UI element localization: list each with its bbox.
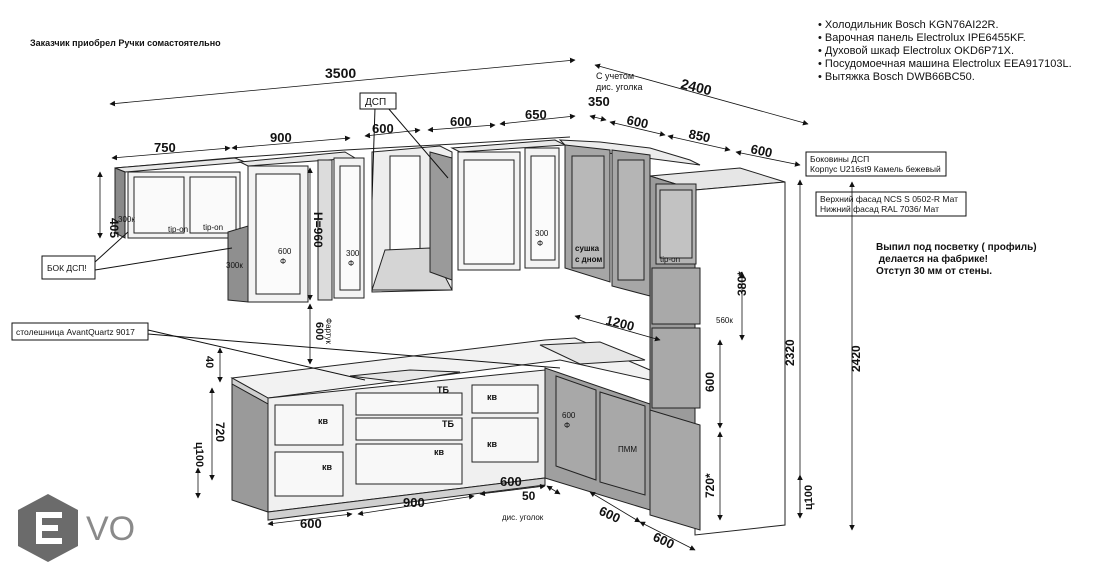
- dim-lower-50: 50: [522, 489, 536, 503]
- dim-upper-650: 650: [525, 107, 547, 122]
- dim-counter-1200: 1200: [604, 312, 636, 334]
- label-tb-1: ТБ: [437, 385, 449, 395]
- label-tipon-3: tip-on: [660, 255, 680, 264]
- callout-leaders: [94, 107, 561, 381]
- label-kv-5: кв: [487, 439, 498, 449]
- appliance-item: • Духовой шкаф Electrolux OKD6P71X.: [818, 45, 1014, 57]
- label-300f-b: 300: [535, 229, 549, 238]
- facades-line: Нижний фасад RAL 7036/ Мат: [820, 204, 939, 214]
- dim-h40: 40: [203, 356, 215, 368]
- dsp-label: ДСП: [365, 97, 386, 108]
- countertop: [230, 337, 651, 405]
- dim-gap600: 600: [313, 322, 325, 340]
- dim-c100-left: ц100: [193, 442, 205, 467]
- dimension-lines: [97, 57, 855, 551]
- dim-h720: 720: [213, 422, 227, 442]
- dim-lower-600c: 600: [597, 503, 623, 526]
- sides-line: Боковины ДСП: [810, 154, 869, 164]
- label-kv-1: кв: [318, 416, 329, 426]
- label-kv-3: кв: [434, 447, 445, 457]
- dim-total-right: 2400: [679, 75, 713, 98]
- label-300k-b: 300к: [226, 261, 243, 270]
- dim-upper-600a: 600: [372, 121, 394, 136]
- corner-note: С учетом дис. уголка: [596, 71, 643, 92]
- bok-dsp-label: БОК ДСП!: [47, 263, 87, 273]
- label-sushka: сушка: [575, 244, 600, 253]
- dim-h960: H=960: [311, 212, 325, 248]
- customer-note: Заказчик приобрел Ручки сомастоятельно: [30, 38, 221, 48]
- dim-upper-600d: 600: [749, 141, 773, 160]
- dim-upper-600b: 600: [450, 114, 472, 129]
- dim-upper-600c: 600: [625, 112, 649, 131]
- dim-h720star: 720*: [703, 473, 717, 498]
- facades-line: Верхний фасад NCS S 0502-R Мат: [820, 194, 958, 204]
- appliance-item: • Посудомоечная машина Electrolux EEA917…: [818, 58, 1072, 70]
- appliance-item: • Вытяжка Bosch DWB66BC50.: [818, 71, 975, 83]
- label-tipon-1: tip-on: [168, 225, 188, 234]
- dim-lower-900: 900: [403, 495, 425, 510]
- dim-upper-850: 850: [687, 126, 711, 145]
- label-600f-a-sub: Ф: [280, 257, 286, 266]
- appliance-item: • Варочная панель Electrolux IPE6455KF.: [818, 32, 1026, 44]
- label-sushka-dno: с дном: [575, 255, 602, 264]
- label-560k: 560к: [716, 316, 733, 325]
- lighting-note-line: Выпил под посветку ( профиль): [876, 241, 1037, 253]
- lighting-note-line: Отступ 30 мм от стены.: [876, 266, 992, 277]
- dim-h600: 600: [703, 372, 717, 392]
- cabinet-labels: 300к 300к tip-on tip-on tip-on 600 Ф 300…: [118, 215, 733, 472]
- dim-h2420: 2420: [849, 345, 863, 372]
- logo-text: VO: [86, 510, 135, 548]
- lighting-note-line: делается на фабрике!: [876, 253, 988, 265]
- appliance-list: • Холодильник Bosch KGN76AI22R. • Варочн…: [818, 19, 1072, 83]
- label-kv-2: кв: [322, 462, 333, 472]
- dim-lower-600a: 600: [300, 516, 322, 531]
- bok-dsp-callout: БОК ДСП!: [41, 255, 96, 280]
- sides-line: Корпус U216st9 Камель бежевый: [810, 164, 941, 174]
- dim-total-left: 3500: [325, 65, 356, 81]
- dim-upper-750: 750: [154, 140, 176, 155]
- label-600f-b-sub: Ф: [564, 421, 570, 430]
- label-600f-b: 600: [562, 411, 576, 420]
- dimension-texts: 3500 2400 750 900 600 600 650 350 600 85…: [107, 65, 863, 552]
- disc-corner-note: дис. уголок: [502, 513, 544, 522]
- upper-cabinets-left: [114, 136, 571, 303]
- countertop-callout: столешница AvantQuartz 9017: [11, 322, 149, 341]
- dim-h380: 380*: [735, 271, 749, 296]
- label-300k-a: 300к: [118, 215, 135, 224]
- dim-fartuk: Фартук: [324, 318, 333, 345]
- label-kv-4: кв: [487, 392, 498, 402]
- dim-upper-900: 900: [270, 130, 292, 145]
- sides-info-box: Боковины ДСП Корпус U216st9 Камель бежев…: [805, 151, 947, 177]
- label-600f-a: 600: [278, 247, 292, 256]
- dim-h2320: 2320: [783, 339, 797, 366]
- dim-upper-350: 350: [588, 94, 610, 109]
- lighting-note: Выпил под посветку ( профиль) делается н…: [876, 241, 1037, 277]
- label-300f-a-sub: Ф: [348, 259, 354, 268]
- label-pmm: ПММ: [618, 445, 637, 454]
- lower-cabinets-right: [544, 367, 701, 531]
- label-tipon-2: tip-on: [203, 223, 223, 232]
- evo-logo: VO: [18, 494, 135, 562]
- dim-h405: 405: [107, 218, 121, 238]
- label-300f-b-sub: Ф: [537, 239, 543, 248]
- label-tb-2: ТБ: [442, 419, 454, 429]
- dim-lower-600d: 600: [651, 529, 677, 552]
- dim-c100-right: ц100: [803, 485, 815, 510]
- dsp-callout: ДСП: [359, 92, 397, 110]
- label-300f-a: 300: [346, 249, 360, 258]
- facades-info-box: Верхний фасад NCS S 0502-R Мат Нижний фа…: [815, 191, 967, 217]
- appliance-item: • Холодильник Bosch KGN76AI22R.: [818, 19, 999, 31]
- countertop-label: столешница AvantQuartz 9017: [16, 327, 135, 337]
- dim-lower-600b: 600: [500, 474, 522, 489]
